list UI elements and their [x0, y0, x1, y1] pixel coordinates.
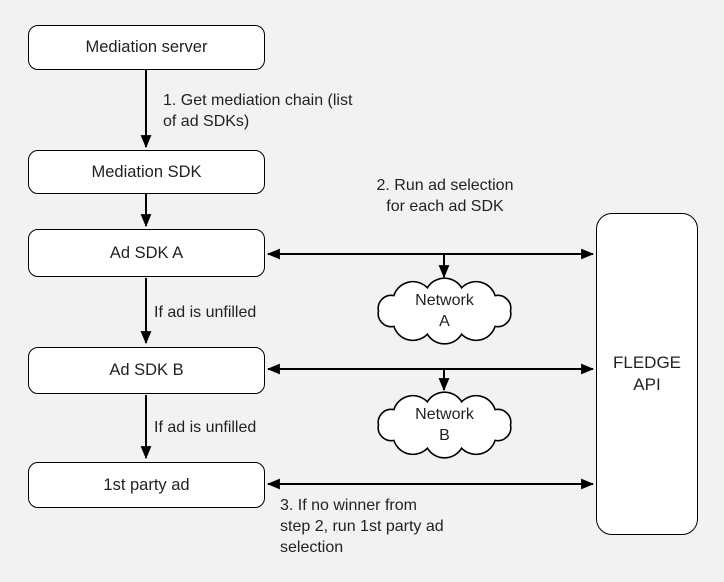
annotation-step2-line1: 2. Run ad selection — [376, 177, 514, 194]
annotation-step3-line1: 3. If no winner from — [280, 497, 417, 514]
node-fledge-api-label-line1: FLEDGE — [612, 353, 682, 372]
network-b-line2: B — [439, 427, 450, 444]
annotation-step1-line1: 1. Get mediation chain (list — [163, 92, 353, 109]
annotation-step3-line3: selection — [280, 539, 344, 556]
node-ad-sdk-a: Ad SDK A — [28, 229, 265, 277]
node-mediation-sdk: Mediation SDK — [28, 150, 265, 194]
annotation-step3: 3. If no winner from step 2, run 1st par… — [280, 495, 444, 558]
node-mediation-sdk-label: Mediation SDK — [91, 162, 202, 181]
annotation-unfilled-b: If ad is unfilled — [154, 419, 257, 436]
network-b-cloud-label: Network B — [372, 394, 517, 456]
network-a-line2: A — [439, 313, 450, 330]
node-ad-sdk-b: Ad SDK B — [28, 347, 265, 394]
node-ad-sdk-b-label: Ad SDK B — [109, 361, 184, 379]
annotation-step3-line2: step 2, run 1st party ad — [280, 518, 444, 535]
node-ad-sdk-a-label: Ad SDK A — [109, 243, 184, 262]
node-fledge-api: FLEDGE API — [596, 213, 698, 535]
annotation-step2: 2. Run ad selection for each ad SDK — [340, 175, 550, 217]
node-mediation-server-label: Mediation server — [85, 38, 208, 56]
network-a-line1: Network — [415, 292, 474, 309]
node-fledge-api-label-line2: API — [633, 375, 661, 394]
node-first-party-ad: 1st party ad — [28, 462, 265, 508]
annotation-step2-line2: for each ad SDK — [386, 198, 504, 215]
node-mediation-server: Mediation server — [28, 25, 265, 70]
node-first-party-ad-label: 1st party ad — [103, 475, 190, 494]
network-b-line1: Network — [415, 406, 474, 423]
annotation-step1: 1. Get mediation chain (list of ad SDKs) — [163, 90, 352, 132]
annotation-step1-line2: of ad SDKs) — [163, 113, 250, 130]
annotation-unfilled-a: If ad is unfilled — [154, 304, 257, 321]
network-a-cloud-label: Network A — [372, 280, 517, 342]
